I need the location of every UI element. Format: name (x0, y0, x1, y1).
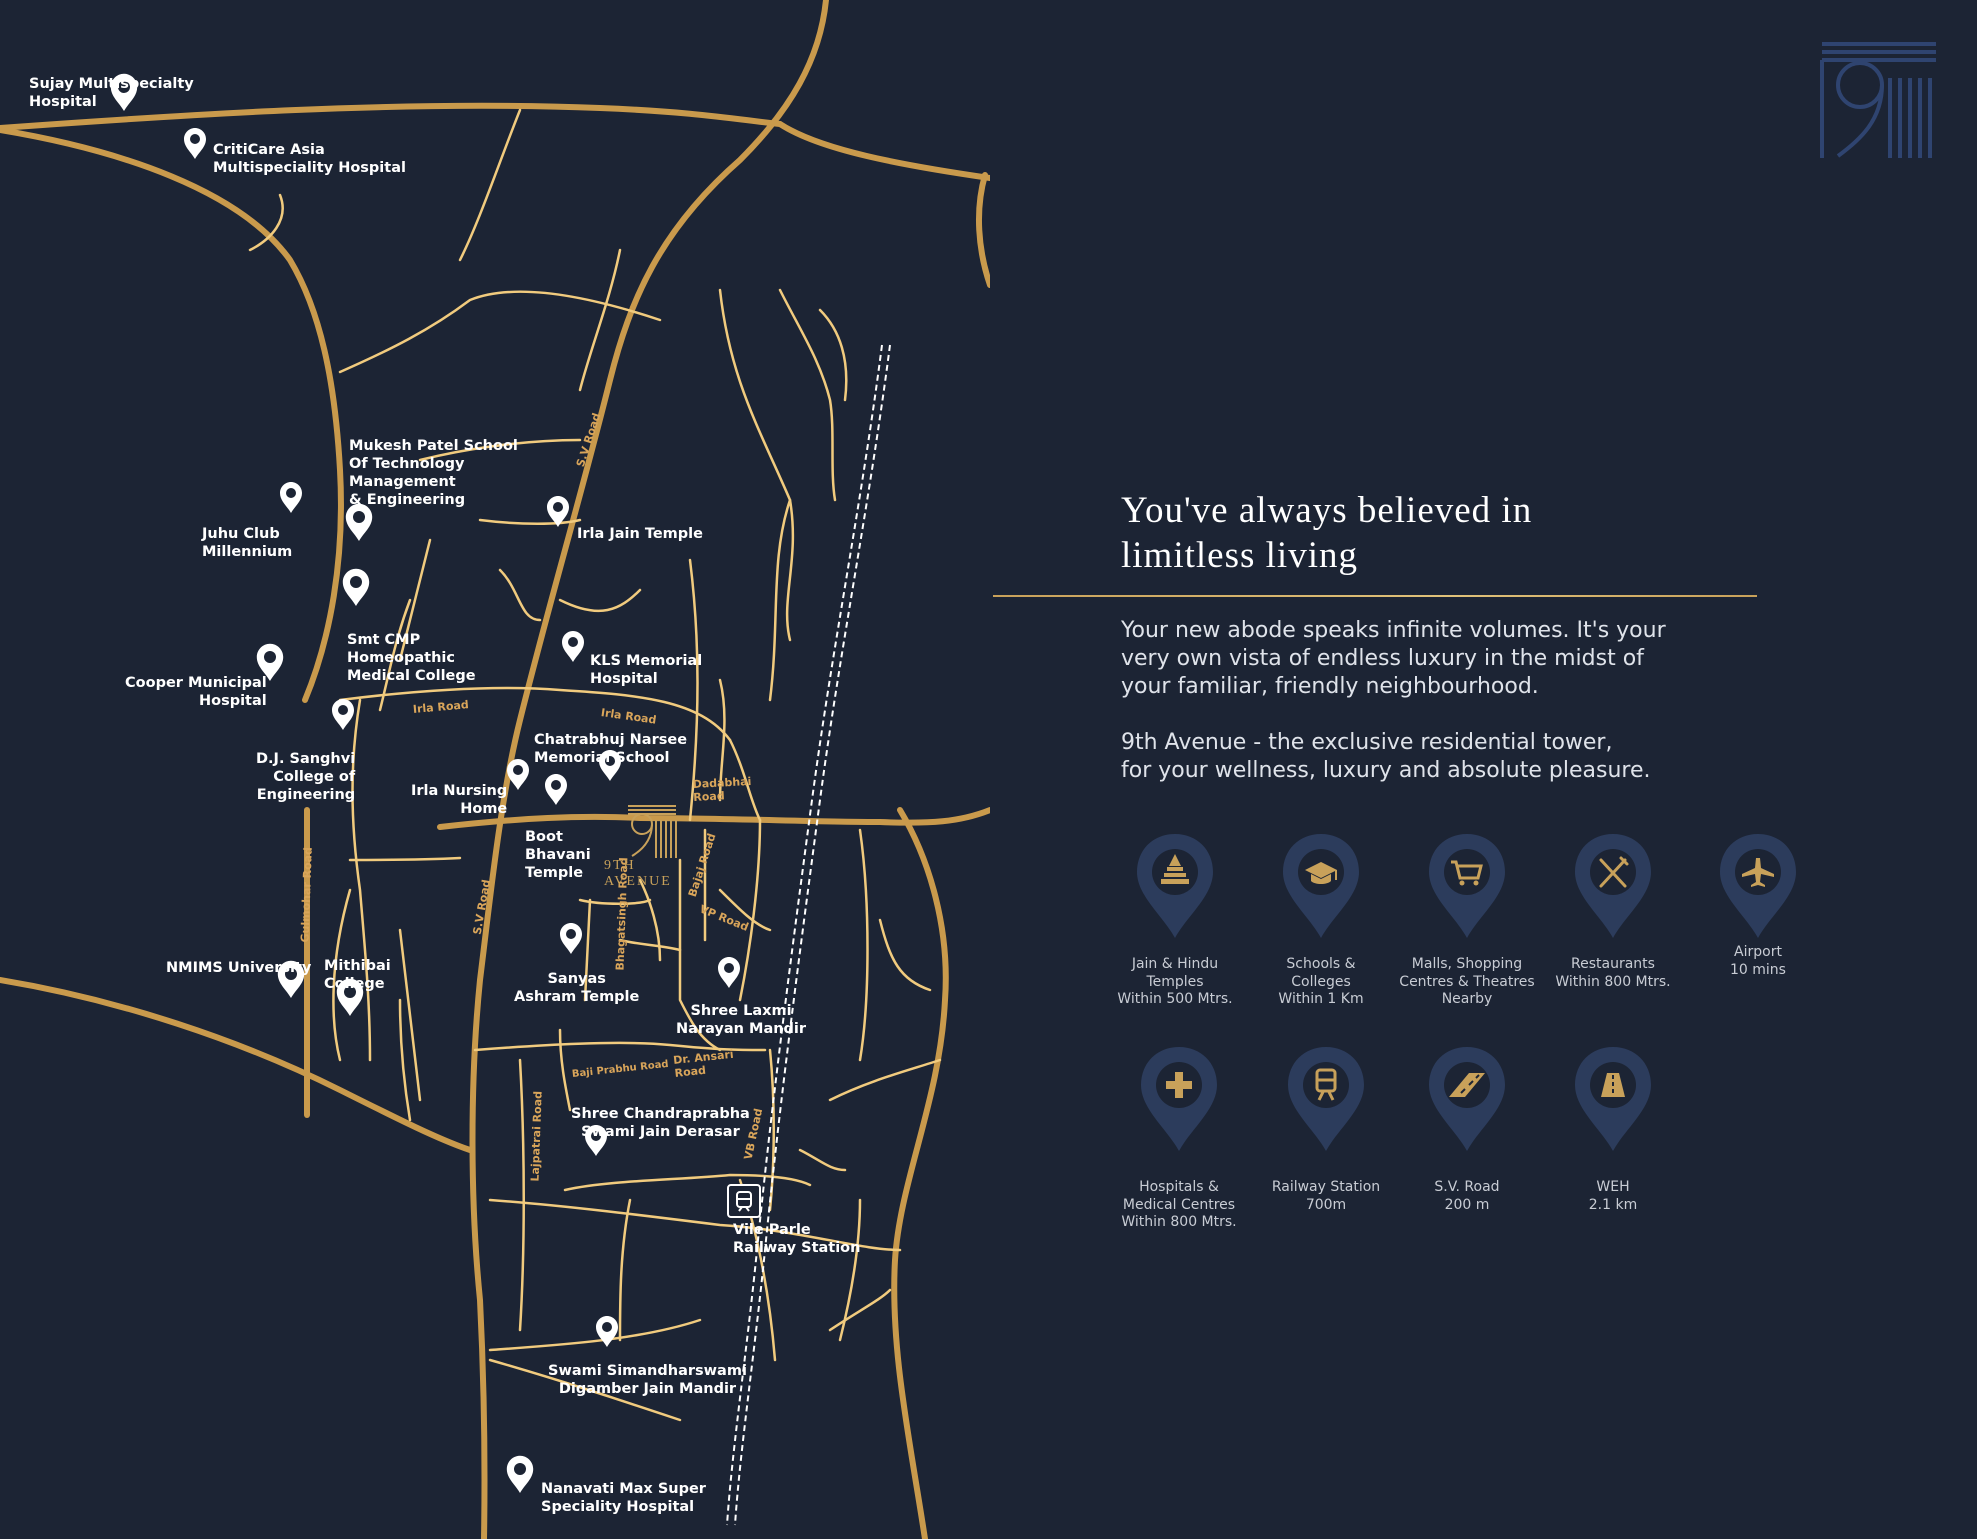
location-pin-icon[interactable] (280, 482, 302, 513)
highway-icon (1601, 1073, 1625, 1097)
area-map[interactable] (0, 0, 990, 1539)
airplane-icon (1742, 858, 1774, 887)
amenity-schools[interactable]: Schools & Colleges Within 1 Km (1246, 830, 1396, 1009)
location-pin-icon[interactable] (599, 750, 621, 781)
headline: You've always believed in limitless livi… (1121, 490, 1533, 576)
poi-pins (110, 73, 740, 1493)
railway-station-marker[interactable] (727, 1184, 761, 1218)
amenity-pin (1429, 1047, 1505, 1151)
poi-label-djsanghvi[interactable]: D.J. Sanghvi College of Engineering (256, 751, 356, 803)
amenity-pin (1429, 834, 1505, 938)
poi-label-kls[interactable]: KLS Memorial Hospital (590, 653, 703, 687)
amenity-pin (1288, 1047, 1364, 1151)
medical-cross-icon (1166, 1072, 1192, 1098)
amenity-label: Malls, Shopping Centres & Theatres Nearb… (1399, 956, 1535, 1007)
amenity-label: S.V. Road 200 m (1434, 1179, 1500, 1213)
amenity-sv-road[interactable]: S.V. Road 200 m (1392, 1043, 1542, 1214)
project-marker[interactable]: 9TH AVENUE (600, 800, 700, 889)
poi-label-criticare[interactable]: CritiCare Asia Multispeciality Hospital (213, 142, 406, 176)
poi-label-cooper[interactable]: Cooper Municipal Hospital (125, 675, 267, 709)
amenity-label: Restaurants Within 800 Mtrs. (1555, 956, 1671, 990)
amenity-pin (1137, 834, 1213, 938)
poi-label-boot[interactable]: Boot Bhavani Temple (525, 829, 591, 881)
graduation-cap-icon (1305, 862, 1337, 884)
poi-label-irla-jain[interactable]: Irla Jain Temple (577, 526, 703, 542)
amenity-label: Jain & Hindu Temples Within 500 Mtrs. (1117, 956, 1233, 1007)
amenity-malls[interactable]: Malls, Shopping Centres & Theatres Nearb… (1392, 830, 1542, 1009)
poi-label-irla-nursing[interactable]: Irla Nursing Home (411, 783, 508, 817)
amenity-hospitals[interactable]: Hospitals & Medical Centres Within 800 M… (1104, 1043, 1254, 1232)
major-roads (0, 0, 990, 1539)
poi-label-juhu[interactable]: Juhu Club Millennium (202, 526, 293, 560)
amenity-label: Hospitals & Medical Centres Within 800 M… (1121, 1179, 1237, 1230)
location-pin-icon[interactable] (507, 759, 529, 790)
location-pin-icon[interactable] (110, 73, 138, 111)
location-pin-icon[interactable] (342, 568, 370, 606)
poi-label-sanyas[interactable]: Sanyas Ashram Temple (514, 971, 640, 1005)
amenity-railway[interactable]: Railway Station 700m (1251, 1043, 1401, 1214)
location-pin-icon[interactable] (562, 631, 584, 662)
poi-label-shree-laxmi[interactable]: Shree Laxmi Narayan Mandir (676, 1003, 807, 1037)
poi-label-nmims[interactable]: NMIMS University (166, 960, 312, 976)
location-pin-icon[interactable] (545, 774, 567, 805)
amenity-pin (1575, 1047, 1651, 1151)
location-pin-icon[interactable] (718, 957, 740, 988)
location-pin-icon[interactable] (560, 923, 582, 954)
poi-label-chatrabhuj[interactable]: Chatrabhuj Narsee Memorial School (534, 732, 688, 766)
amenity-temples[interactable]: Jain & Hindu Temples Within 500 Mtrs. (1100, 830, 1250, 1009)
location-pin-icon[interactable] (256, 643, 284, 681)
amenity-label: WEH 2.1 km (1588, 1179, 1638, 1213)
location-pin-icon[interactable] (345, 503, 373, 541)
location-pin-icon[interactable] (506, 1455, 534, 1493)
amenity-pin (1141, 1047, 1217, 1151)
poi-label-sujay[interactable]: Sujay Multispecialty Hospital (29, 76, 194, 110)
nine-logo-icon (1820, 42, 1936, 158)
shopping-cart-icon (1451, 860, 1483, 886)
road-label-dadabhai: Dadabhai Road (692, 774, 752, 804)
poi-label-nanavati[interactable]: Nanavati Max Super Speciality Hospital (541, 1481, 706, 1515)
train-icon (736, 1191, 752, 1212)
amenity-weh[interactable]: WEH 2.1 km (1538, 1043, 1688, 1214)
location-pin-icon[interactable] (184, 128, 206, 159)
amenity-label: Schools & Colleges Within 1 Km (1278, 956, 1364, 1007)
location-pin-icon[interactable] (332, 699, 354, 730)
location-pin-icon[interactable] (277, 960, 305, 998)
poi-label-vile-parle[interactable]: Vile Parle Railway Station (733, 1222, 861, 1256)
amenity-airport[interactable]: Airport 10 mins (1683, 830, 1833, 979)
brand-name: 9TH AVENUE (604, 858, 672, 889)
nine-avenue-logo-icon (628, 805, 677, 858)
poi-label-swami[interactable]: Swami Simandharswami Digamber Jain Mandi… (548, 1363, 747, 1397)
fork-knife-icon (1599, 856, 1629, 888)
location-pin-icon[interactable] (596, 1316, 618, 1347)
tower-paragraph: 9th Avenue - the exclusive residential t… (1121, 730, 1651, 783)
temple-icon (1161, 854, 1189, 884)
poi-label-mukesh[interactable]: Mukesh Patel School Of Technology Manage… (349, 438, 518, 508)
train-icon (1315, 1068, 1337, 1101)
amenity-label: Railway Station 700m (1271, 1179, 1381, 1213)
amenity-pin (1720, 834, 1796, 938)
divider (993, 595, 1757, 597)
amenity-pin (1575, 834, 1651, 938)
railway-line (726, 344, 891, 1526)
amenity-label: Airport 10 mins (1730, 944, 1786, 978)
location-pin-icon[interactable] (585, 1125, 607, 1156)
amenity-pin (1283, 834, 1359, 938)
road-icon (1449, 1073, 1485, 1097)
poi-label-mithibai[interactable]: Mithibai College (324, 958, 391, 992)
poi-label-chandraprabha[interactable]: Shree Chandraprabha Swami Jain Derasar (571, 1106, 750, 1140)
intro-paragraph: Your new abode speaks infinite volumes. … (1121, 618, 1666, 699)
minor-roads (248, 108, 942, 1422)
poi-label-smt-cmp[interactable]: Smt CMP Homeopathic Medical College (347, 632, 476, 684)
amenity-restaurants[interactable]: Restaurants Within 800 Mtrs. (1538, 830, 1688, 991)
location-pin-icon[interactable] (547, 496, 569, 527)
location-pin-icon[interactable] (336, 978, 364, 1016)
